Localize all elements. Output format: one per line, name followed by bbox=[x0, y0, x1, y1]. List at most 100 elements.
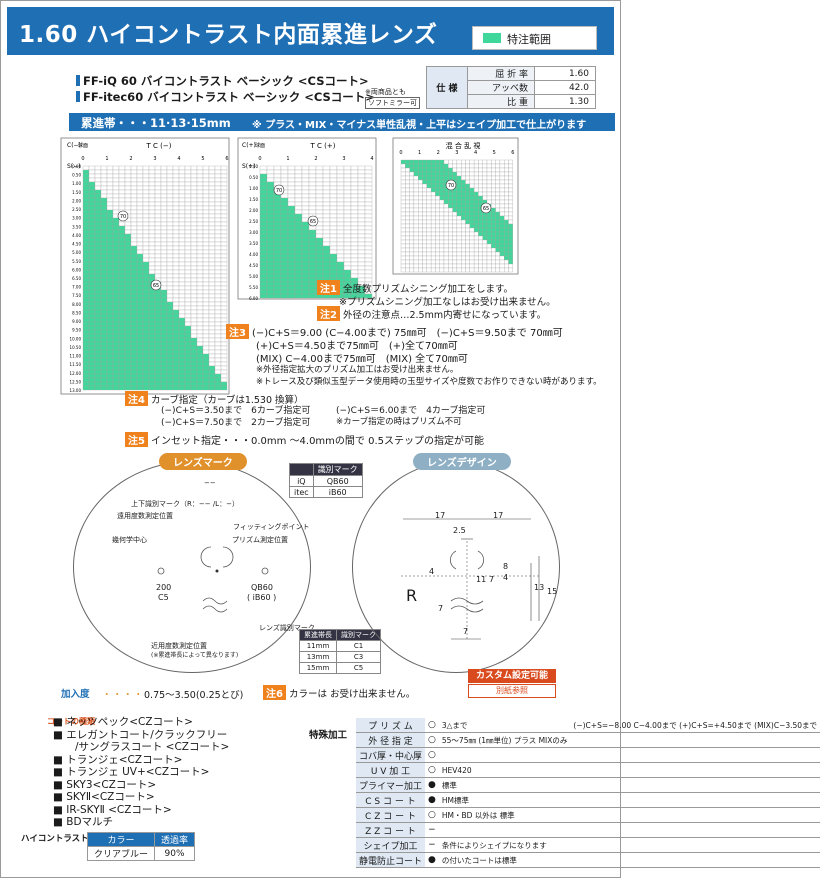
chart-cell bbox=[280, 229, 289, 235]
chart-cell bbox=[443, 239, 449, 245]
chart-cell bbox=[136, 261, 144, 267]
chart-cell bbox=[426, 259, 432, 265]
chart-cell bbox=[214, 233, 222, 239]
chart-cell bbox=[301, 185, 310, 191]
chart-cell bbox=[172, 205, 180, 211]
chart-cell bbox=[184, 337, 192, 343]
chart-cell bbox=[196, 217, 204, 223]
chart-cell bbox=[208, 197, 216, 203]
chart-cell bbox=[364, 293, 373, 299]
chart-cell bbox=[124, 381, 132, 387]
chart-cell bbox=[214, 321, 222, 327]
chart-cell bbox=[118, 305, 126, 311]
chart-cell bbox=[106, 305, 114, 311]
chart-x-tick: 1 bbox=[105, 156, 108, 162]
chart-cell bbox=[178, 345, 186, 351]
chart-cell bbox=[130, 369, 138, 375]
chart-cell bbox=[294, 233, 303, 239]
chart-cell bbox=[315, 269, 324, 275]
chart-cell bbox=[473, 251, 479, 257]
chart-cell bbox=[329, 225, 338, 231]
chart-cell bbox=[214, 369, 222, 375]
chart-cell bbox=[364, 249, 373, 255]
chart-cell bbox=[259, 273, 268, 279]
chart-cell bbox=[124, 353, 132, 359]
chart-cell bbox=[465, 199, 470, 205]
chart-cell bbox=[118, 185, 126, 191]
chart-cell bbox=[178, 237, 186, 243]
chart-cell bbox=[495, 239, 501, 245]
chart-cell bbox=[94, 313, 102, 319]
chart-cell bbox=[100, 225, 108, 231]
chart-cell bbox=[478, 183, 483, 189]
chart-cell bbox=[322, 265, 331, 271]
chart-cell bbox=[329, 249, 338, 255]
chart-cell bbox=[136, 281, 144, 287]
chart-cell bbox=[418, 243, 423, 249]
chart-cell bbox=[426, 251, 432, 257]
chart-cell bbox=[124, 309, 132, 315]
chart-cell bbox=[94, 285, 102, 291]
chart-cell bbox=[418, 259, 423, 265]
chart-cell bbox=[491, 251, 496, 257]
chart-cell bbox=[142, 317, 150, 323]
chart-cell bbox=[202, 221, 210, 227]
chart-cell bbox=[202, 177, 210, 183]
chart-cell bbox=[426, 243, 432, 249]
chart-cell bbox=[208, 357, 216, 363]
chart-cell bbox=[315, 189, 324, 195]
chart-cell bbox=[160, 265, 168, 271]
chart-cell bbox=[124, 177, 132, 183]
chart-cell bbox=[336, 169, 345, 175]
chart-cell bbox=[343, 209, 352, 215]
chart-cell bbox=[82, 333, 90, 339]
chart-cell bbox=[136, 381, 144, 387]
chart-cell bbox=[82, 357, 90, 363]
chart-cell bbox=[154, 261, 162, 267]
chart-cell bbox=[214, 257, 222, 263]
chart-cell bbox=[329, 205, 338, 211]
chart-cell bbox=[130, 297, 138, 303]
chart-cell bbox=[422, 247, 427, 253]
chart-cell bbox=[100, 309, 108, 315]
chart-cell bbox=[259, 277, 268, 283]
chart-cell bbox=[413, 175, 419, 181]
chart-cell bbox=[461, 251, 466, 257]
chart-cell bbox=[443, 203, 449, 209]
chart-cell bbox=[88, 385, 96, 391]
chart-cell bbox=[106, 301, 114, 307]
chart-cell bbox=[409, 231, 415, 237]
chart-cell bbox=[443, 223, 449, 229]
chart-cell bbox=[214, 209, 222, 215]
chart-cell bbox=[364, 209, 373, 215]
chart-cell bbox=[172, 293, 180, 299]
chart-cell bbox=[88, 237, 96, 243]
chart-cell bbox=[336, 181, 345, 187]
chart-cell bbox=[430, 251, 436, 257]
chart-cell bbox=[136, 373, 144, 379]
chart-cell bbox=[94, 165, 102, 171]
chart-cell bbox=[172, 257, 180, 263]
chart-cell bbox=[208, 321, 216, 327]
chart-cell bbox=[82, 381, 90, 387]
chart-cell bbox=[88, 197, 96, 203]
prism-point-icon bbox=[215, 569, 219, 573]
chart-cell bbox=[478, 227, 483, 233]
chart-cell bbox=[82, 341, 90, 347]
chart-cell bbox=[190, 385, 198, 391]
chart-cell bbox=[482, 239, 488, 245]
chart-y-tick: 1.00 bbox=[72, 181, 81, 186]
chart-cell bbox=[499, 227, 505, 233]
chart-cell bbox=[405, 247, 410, 253]
chart-cell bbox=[452, 255, 458, 261]
chart-cell bbox=[88, 189, 96, 195]
chart-cell bbox=[88, 321, 96, 327]
chart-cell bbox=[499, 243, 505, 249]
chart-cell bbox=[413, 195, 419, 201]
chart-cell bbox=[357, 213, 366, 219]
chart-cell bbox=[280, 289, 289, 295]
chart-cell bbox=[202, 185, 210, 191]
chart-cell bbox=[329, 189, 338, 195]
chart-cell bbox=[280, 261, 289, 267]
chart-zone-marker bbox=[117, 210, 129, 222]
